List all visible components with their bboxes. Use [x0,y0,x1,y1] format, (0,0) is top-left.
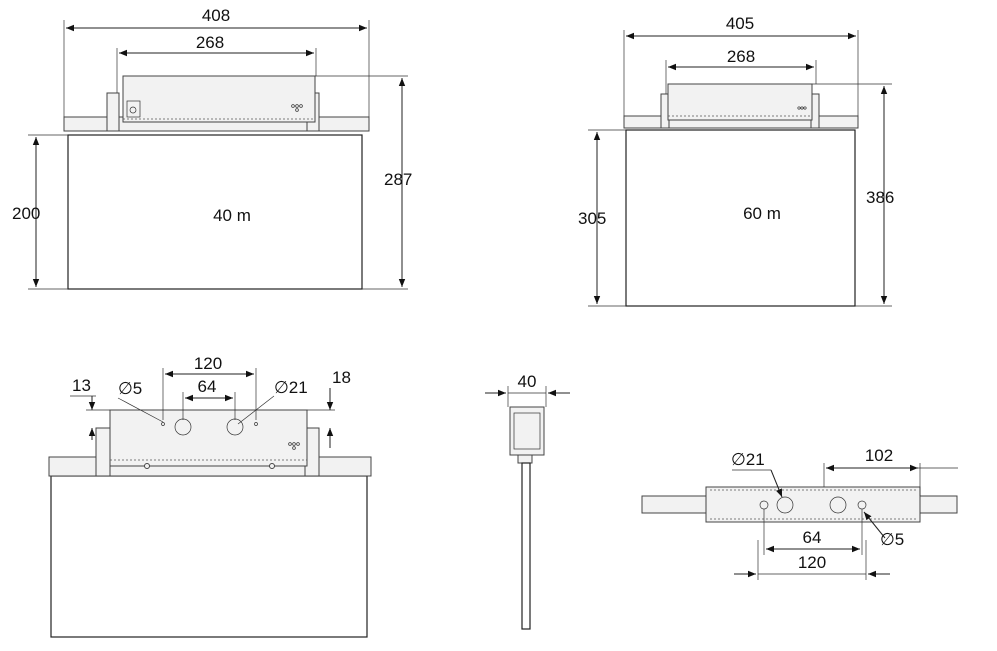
dim-overall-width: 405 [726,14,754,33]
led-dots-icon [288,442,300,450]
housing [667,83,813,121]
dim-total-height: 386 [866,188,894,207]
dim-offset: 102 [865,446,893,465]
dim-housing-width: 268 [727,47,755,66]
dim-hole-spacing-outer: 120 [798,553,826,572]
dim-right-offset: 18 [332,368,351,387]
dim-total-height: 287 [384,170,412,189]
dim-overall-width: 408 [202,6,230,25]
dim-large-hole: ∅21 [274,378,308,397]
rod-right [919,495,958,514]
hole-large [776,496,794,514]
led-dots-icon [291,104,303,112]
leader-small-hole [863,511,886,539]
led-dots-icon [797,106,807,110]
mount-clip-left [106,92,120,132]
housing [122,75,316,123]
leader-large-hole [770,469,783,498]
dim-body-height: 200 [12,204,40,223]
mount-clip-left [95,427,111,477]
sign-body [625,129,856,307]
sign-body [50,475,368,638]
hole-small [254,422,258,426]
hole-small [161,422,165,426]
side-housing [509,406,545,456]
mounting-front-view: 120 64 ∅5 ∅21 13 18 [48,354,372,638]
dim-hole-spacing-inner: 64 [198,377,217,396]
screw [144,463,150,469]
housing [109,409,308,467]
dim-large-hole: ∅21 [731,450,765,469]
side-panel [521,462,531,630]
top-housing [705,486,921,523]
dim-housing-width: 268 [196,33,224,52]
dim-small-hole: ∅5 [880,530,904,549]
screw [269,463,275,469]
dim-hole-spacing-inner: 64 [803,528,822,547]
sign-body [67,134,363,290]
dim-left-offset: 13 [72,376,91,395]
front-view-40m: 408 268 287 200 40 m [12,6,412,290]
dim-small-hole: ∅5 [118,379,142,398]
front-view-60m: 405 268 305 386 60 m [578,14,894,307]
side-view: 40 [485,372,570,630]
leader-large-hole [237,395,275,425]
top-view: 102 ∅21 64 ∅5 120 [641,446,958,580]
dim-body-height: 305 [578,209,606,228]
rod-left [641,495,707,514]
view-label-60m: 60 m [743,204,781,223]
hole-large [829,496,847,514]
status-indicator-icon [126,100,141,118]
leader-small-hole [117,397,164,423]
dim-hole-spacing-outer: 120 [194,354,222,373]
dim-depth: 40 [518,372,537,391]
view-label-40m: 40 m [213,206,251,225]
